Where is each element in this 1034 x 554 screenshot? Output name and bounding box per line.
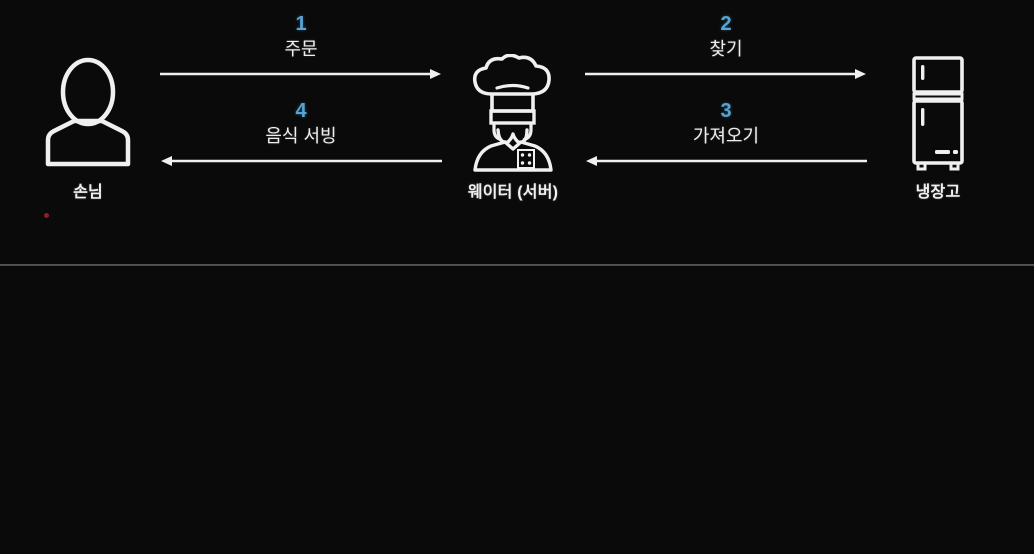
chef-icon — [461, 52, 565, 172]
node-customer: 손님 — [0, 52, 183, 206]
flow-order-label: 주문 — [284, 39, 318, 59]
flow-find: 2 찾기 — [585, 14, 867, 80]
arrow-left-icon — [585, 155, 867, 167]
flow-serve-food-number: 4 — [295, 100, 307, 122]
flow-serve-food: 4 음식 서빙 — [160, 101, 442, 167]
flow-bring-label: 가져오기 — [692, 126, 760, 146]
arrow-right-icon — [160, 68, 442, 80]
node-waiter: 웨이터 (서버) — [418, 52, 608, 206]
refrigerator-icon — [902, 52, 974, 172]
section-divider — [0, 264, 1034, 266]
person-icon — [40, 52, 136, 172]
arrow-right-icon — [585, 68, 867, 80]
cursor-dot — [44, 213, 49, 218]
node-customer-label: 손님 — [73, 184, 103, 201]
node-waiter-label: 웨이터 (서버) — [467, 184, 559, 201]
flow-bring: 3 가져오기 — [585, 101, 867, 167]
web-architecture-section: BROWSER (CLIENT) — [0, 267, 1034, 554]
node-fridge-label: 냉장고 — [915, 184, 961, 201]
flow-order-number: 1 — [295, 13, 307, 35]
restaurant-analogy-section: 손님 — [0, 0, 1034, 265]
flow-serve-food-label: 음식 서빙 — [265, 126, 337, 146]
flow-find-number: 2 — [720, 13, 732, 35]
flow-order: 1 주문 — [160, 14, 442, 80]
arrow-left-icon — [160, 155, 442, 167]
node-fridge: 냉장고 — [843, 52, 1033, 206]
flow-bring-number: 3 — [720, 100, 732, 122]
flow-find-label: 찾기 — [709, 39, 743, 59]
